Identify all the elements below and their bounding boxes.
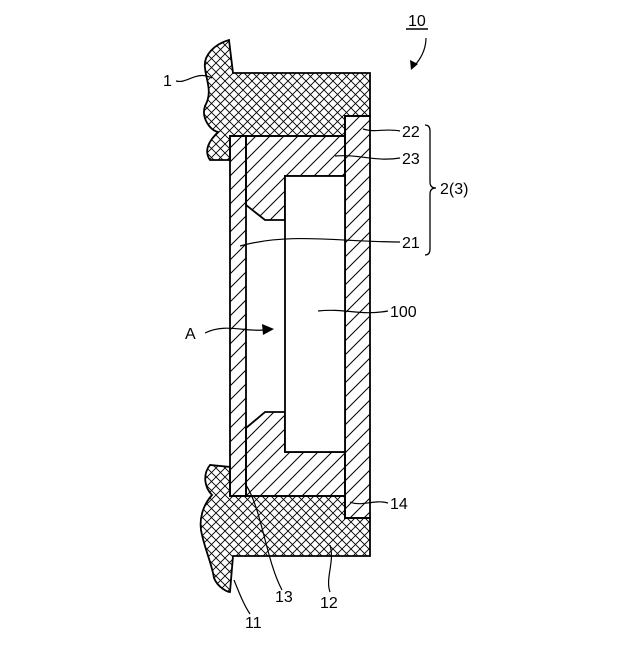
label-gap-lower: 14: [390, 496, 408, 513]
wall-right: [345, 116, 370, 518]
wall-left: [230, 136, 246, 496]
label-layer-inner: 21: [402, 235, 420, 252]
label-arrow-a: A: [185, 326, 196, 343]
label-layer-mid: 23: [402, 151, 420, 168]
figure-pointer-arrow: [414, 38, 426, 66]
figure-pointer-arrowhead: [410, 60, 418, 70]
label-layer-outer: 22: [402, 124, 420, 141]
label-frame-bottom: 12: [320, 595, 338, 612]
label-seal-lower: 13: [275, 589, 293, 606]
arrow-a-head: [262, 324, 274, 335]
leader-frame-lower: [234, 580, 250, 614]
label-assembly: 2(3): [440, 181, 468, 198]
assembly-brace: [425, 125, 436, 255]
label-cavity: 100: [390, 304, 417, 321]
figure-number: 10: [408, 13, 426, 30]
label-frame-lower: 11: [245, 615, 262, 632]
cavity: [285, 176, 345, 452]
label-frame: 1: [163, 73, 172, 90]
